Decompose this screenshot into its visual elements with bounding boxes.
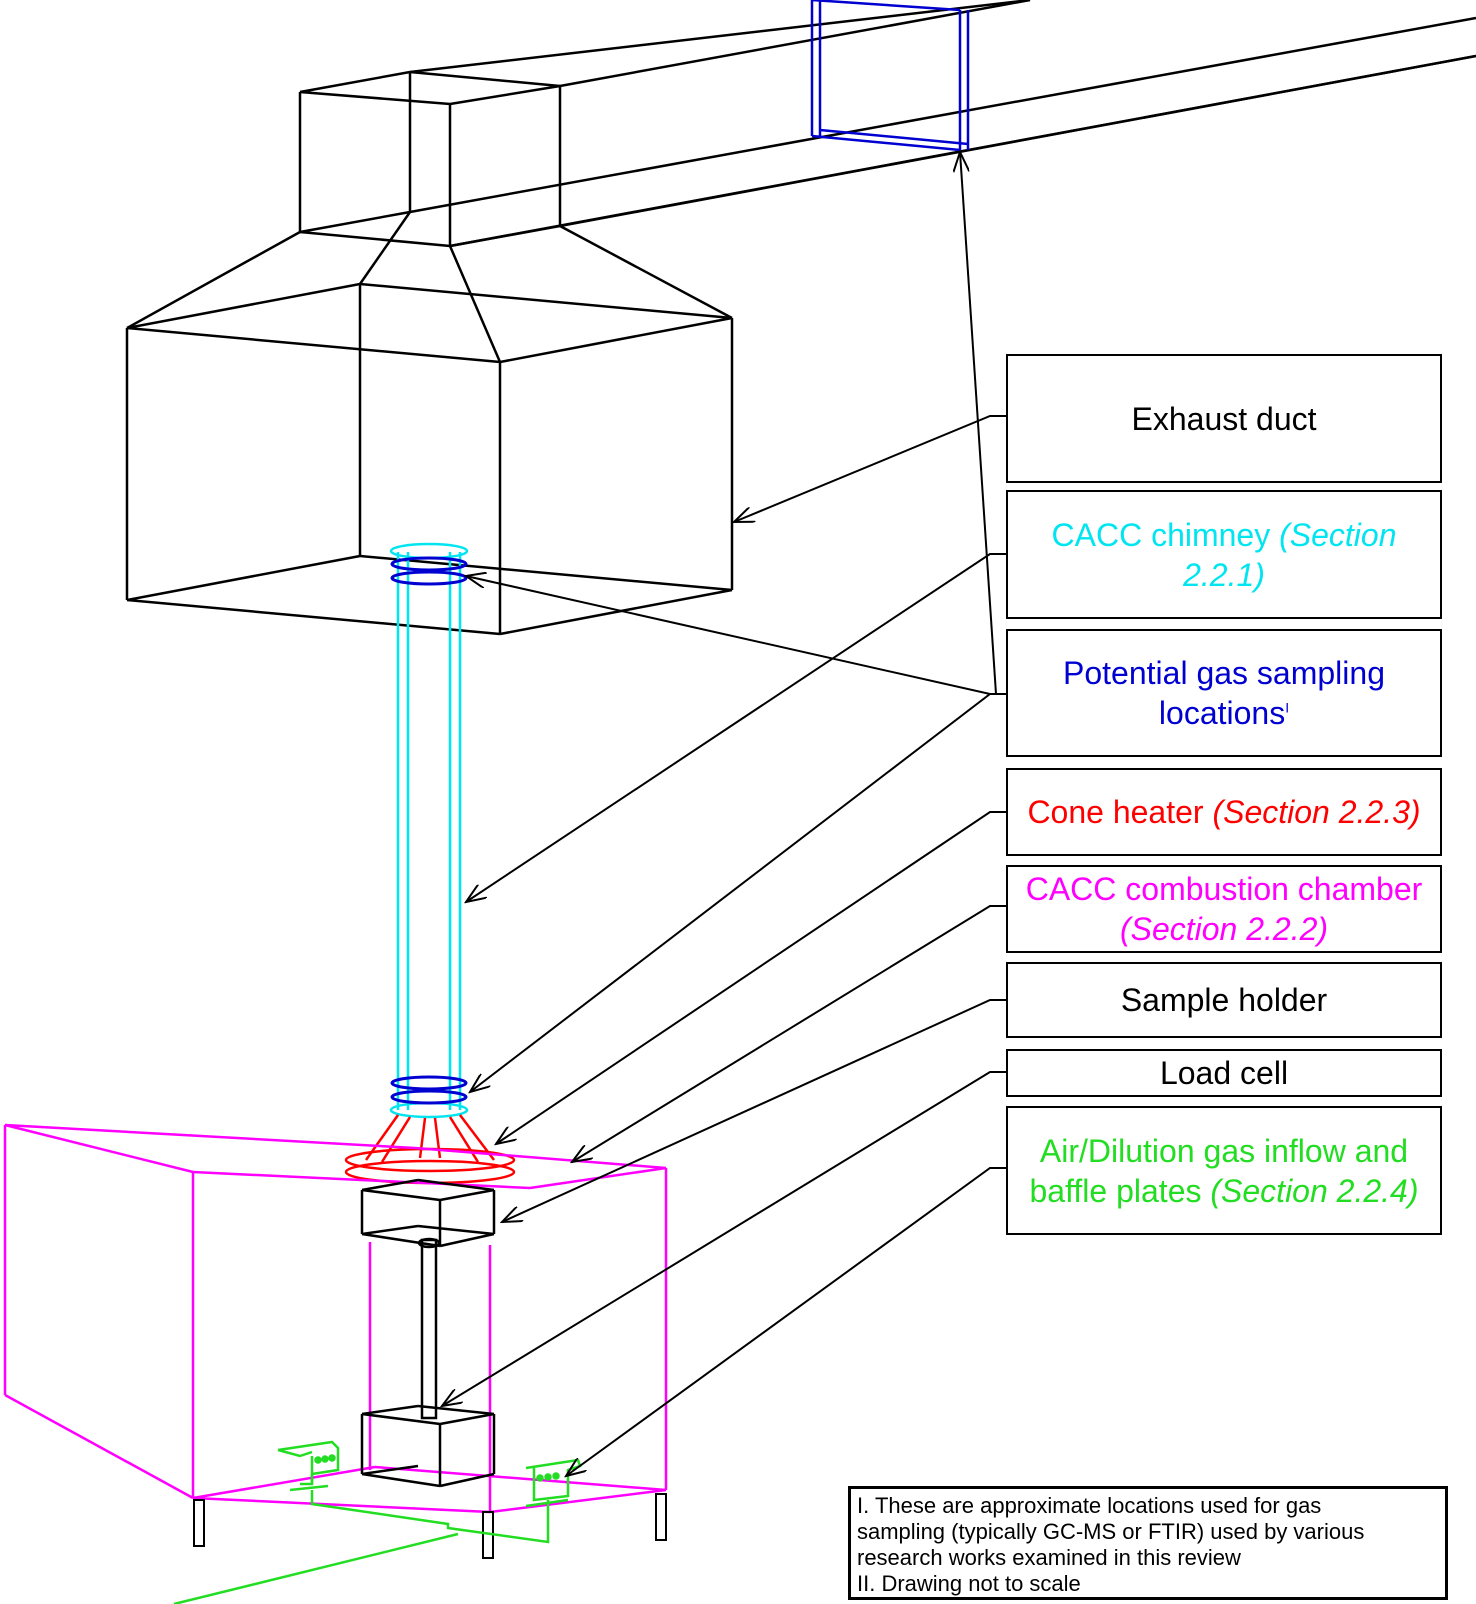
arrow-air-inflow — [566, 1167, 1006, 1476]
label-cone-heater-text: Cone heater (Section 2.2.3) — [1027, 794, 1421, 830]
arrow-sampling-top — [466, 576, 1006, 695]
label-gas-sampling-text: Potential gas sampling locationsI — [1063, 655, 1385, 731]
label-cone-heater: Cone heater (Section 2.2.3) — [1006, 768, 1442, 856]
arrow-load-cell — [442, 1071, 1006, 1406]
arrow-sample-holder — [502, 999, 1006, 1222]
label-exhaust-duct: Exhaust duct — [1006, 354, 1442, 483]
label-sample-holder: Sample holder — [1006, 962, 1442, 1038]
label-sample-holder-text: Sample holder — [1120, 982, 1328, 1018]
leader-arrows — [442, 152, 1006, 1476]
label-load-cell: Load cell — [1006, 1049, 1442, 1097]
label-load-cell-text: Load cell — [1159, 1055, 1289, 1091]
sample-holder-drawing — [360, 1178, 496, 1248]
label-cacc-chimney-text: CACC chimney (Section 2.2.1) — [1051, 516, 1397, 593]
label-gas-sampling: Potential gas sampling locationsI — [1006, 629, 1442, 757]
note-line-4: II. Drawing not to scale — [857, 1571, 1081, 1596]
notes-box: I. These are approximate locations used … — [848, 1486, 1448, 1600]
load-cell-drawing — [360, 1237, 496, 1488]
arrow-sampling-bottom — [470, 693, 1006, 1092]
note-line-3: research works examined in this review — [857, 1545, 1241, 1570]
chimney-sampling-rings — [390, 556, 468, 1105]
arrow-exhaust-duct — [734, 415, 1006, 522]
note-line-2: sampling (typically GC-MS or FTIR) used … — [857, 1519, 1365, 1544]
arrow-combustion-chamber — [572, 905, 1006, 1162]
label-cacc-chimney: CACC chimney (Section 2.2.1) — [1006, 490, 1442, 619]
combustion-chamber-drawing — [3, 1123, 668, 1514]
label-combustion-chamber-text: CACC combustion chamber (Section 2.2.2) — [1025, 871, 1423, 947]
label-air-inflow: Air/Dilution gas inflow and baffle plate… — [1006, 1106, 1442, 1235]
chimney-drawing — [389, 542, 469, 1119]
duct-sampling-ring — [810, 0, 970, 152]
label-combustion-chamber: CACC combustion chamber (Section 2.2.2) — [1006, 865, 1442, 953]
arrow-cone-heater — [496, 811, 1006, 1144]
arrow-cacc-chimney — [466, 553, 1006, 902]
arrow-sampling-duct — [960, 152, 997, 695]
chamber-legs — [193, 1493, 667, 1559]
label-exhaust-duct-text: Exhaust duct — [1131, 400, 1317, 437]
note-line-1: I. These are approximate locations used … — [857, 1493, 1322, 1518]
label-air-inflow-text: Air/Dilution gas inflow and baffle plate… — [1029, 1132, 1419, 1209]
